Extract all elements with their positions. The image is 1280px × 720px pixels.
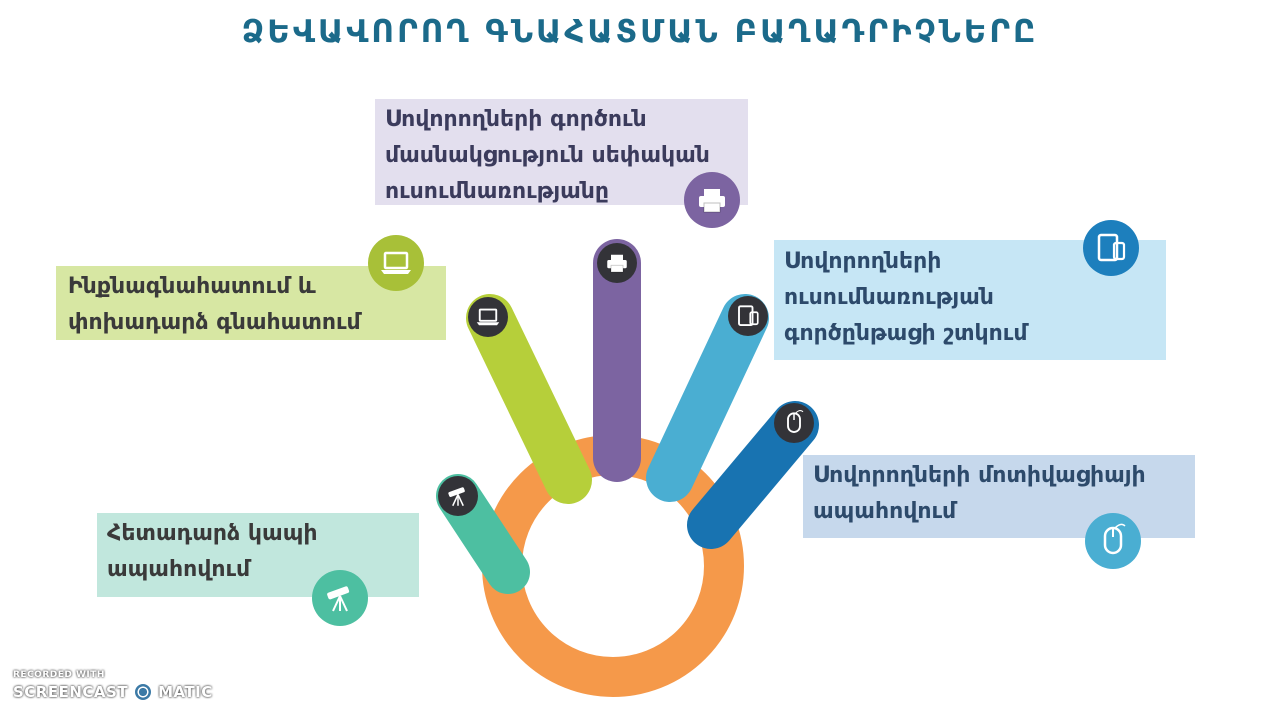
mouse-icon — [1085, 513, 1141, 569]
finger-blue — [646, 294, 769, 502]
telescope-icon — [312, 570, 368, 626]
feedback-line-2: ապահովում — [107, 557, 251, 582]
self-assessment-line-2: փոխադարձ գնահատում — [68, 310, 361, 335]
tablet-icon — [728, 296, 768, 336]
learning-correction-line-2: ուսումնառության — [784, 285, 994, 310]
motivation-line-1: Սովորողների մոտիվացիայի — [813, 463, 1146, 488]
motivation-line-2: ապահովում — [813, 499, 957, 524]
brand-left: SCREENCAST — [13, 683, 129, 701]
feedback-line-1: Հետադարձ կապի — [107, 521, 318, 546]
mouse-icon — [774, 403, 814, 443]
telescope-icon — [438, 476, 478, 516]
finger-green — [466, 294, 592, 504]
screencast-watermark: RECORDED WITH SCREENCAST MATIC — [13, 670, 213, 703]
printer-icon — [684, 172, 740, 228]
learning-correction-line-3: գործընթացի շտկում — [784, 321, 1028, 346]
printer-icon — [597, 243, 637, 283]
self-assessment-line-1: Ինքնագնահատում և — [68, 274, 316, 299]
finger-navy — [687, 401, 819, 549]
feedback-box: Հետադարձ կապի ապահովում — [97, 513, 419, 597]
screencast-logo-icon — [132, 681, 155, 703]
recorded-with-label: RECORDED WITH — [13, 670, 105, 680]
participation-line-1: Սովորողների գործուն — [385, 107, 647, 132]
participation-line-2: մասնակցություն սեփական — [385, 143, 710, 168]
self-assessment-box: Ինքնագնահատում և փոխադարձ գնահատում — [56, 266, 446, 340]
participation-line-3: ուսումնառությանը — [385, 179, 610, 204]
brand-right: MATIC — [158, 683, 213, 701]
learning-correction-line-1: Սովորողների — [784, 249, 942, 274]
laptop-icon — [468, 297, 508, 337]
diagram-title: ՁԵՎԱՎՈՐՈՂ ԳՆԱՀԱՏՄԱՆ ԲԱՂԱԴՐԻՉՆԵՐԸ — [241, 14, 1039, 50]
tablet-icon — [1083, 220, 1139, 276]
laptop-icon — [368, 235, 424, 291]
participation-box: Սովորողների գործուն մասնակցություն սեփակ… — [375, 99, 748, 205]
screencast-brand: SCREENCAST MATIC — [13, 681, 213, 703]
